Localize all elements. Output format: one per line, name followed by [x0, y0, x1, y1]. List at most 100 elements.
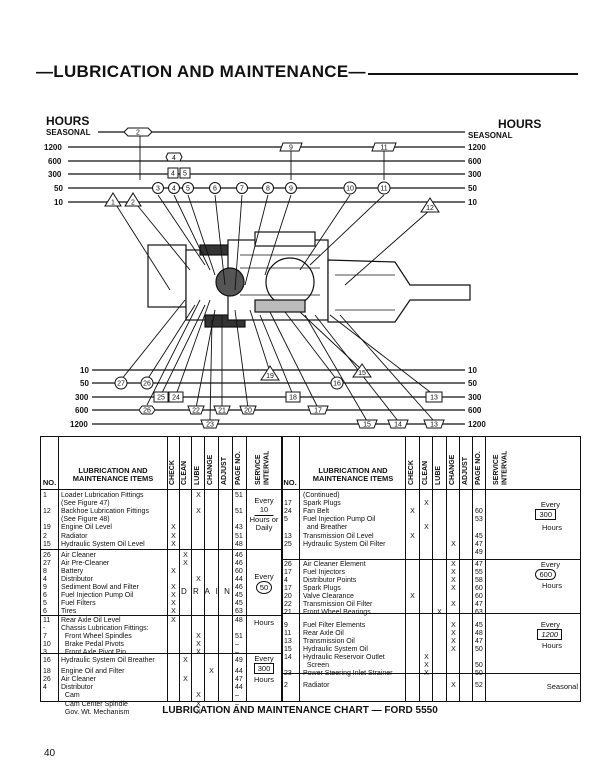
callout-24-300: 24 [168, 391, 184, 403]
row-item: Valve Clearance [303, 593, 354, 601]
callout-4-600: 4 [165, 152, 183, 162]
svg-text:16: 16 [333, 381, 341, 388]
row-number: - [43, 624, 46, 632]
callout-13-1200: 13 [423, 419, 445, 429]
svg-text:13: 13 [430, 422, 438, 429]
row-page: 50 [475, 670, 483, 678]
header-no: NO. [42, 478, 57, 487]
svg-text:2: 2 [136, 130, 140, 137]
row-number: 4 [43, 684, 47, 692]
row-number: 13 [284, 532, 292, 540]
row-item: Gov. Wt. Mechanism [61, 708, 130, 716]
row-number: 9 [43, 584, 47, 592]
col-divider [58, 437, 59, 701]
row-page: 44 [235, 668, 243, 676]
row-check-mark: X [171, 592, 176, 600]
callout-15-1200: 15 [356, 419, 378, 429]
row-number: 17 [284, 500, 292, 508]
row-check-mark: X [410, 593, 415, 601]
group-separator [41, 653, 281, 654]
callout-25-300: 25 [153, 391, 169, 403]
row-item: Air Pre-Cleaner [61, 559, 110, 567]
row-page: 45 [235, 600, 243, 608]
callout-23-1200: 23 [200, 419, 220, 429]
row-page: – [235, 700, 239, 708]
row-number: 12 [43, 508, 51, 516]
header-separator [41, 489, 580, 490]
col-divider [191, 437, 192, 701]
interval-every-50: Every 50 [254, 572, 274, 595]
callout-17-600: 17 [307, 405, 329, 415]
svg-text:4: 4 [172, 186, 176, 193]
row-page: 63 [475, 609, 483, 617]
row-item: Tires [61, 608, 77, 616]
row-lube-mark: X [196, 648, 201, 656]
row-page: 47 [475, 540, 483, 548]
row-item: Radiator [303, 682, 330, 690]
row-page: 52 [475, 682, 483, 690]
row-number: 22 [284, 601, 292, 609]
row-number: 16 [43, 657, 51, 664]
lower-tick-1200-left: 1200 [70, 420, 88, 429]
row-number: 21 [284, 609, 292, 617]
row-number: 19 [43, 524, 51, 532]
row-lube-mark: X [437, 609, 442, 617]
svg-text:5: 5 [186, 186, 190, 193]
row-number: 4 [43, 576, 47, 583]
row-page: 45 [475, 532, 483, 540]
col-divider [246, 437, 247, 701]
row-check-mark: X [171, 567, 176, 575]
svg-text:12: 12 [426, 205, 434, 212]
group-separator [281, 673, 580, 674]
row-item: Power Steering Inlet Strainer [303, 670, 393, 678]
svg-text:8: 8 [266, 186, 270, 193]
row-number: 11 [284, 629, 292, 637]
row-page: 48 [235, 540, 243, 548]
row-page: 47 [475, 637, 483, 645]
upper-tick-1200-left: 1200 [44, 143, 62, 152]
lower-tick-50-right: 50 [468, 379, 477, 388]
row-item: Spark Plugs [303, 500, 341, 508]
callout-2-seasonal: 2 [123, 127, 153, 137]
group-separator [281, 559, 580, 560]
header-adjust: ADJUST [221, 456, 228, 485]
col-divider [167, 437, 168, 701]
row-number: 9 [284, 621, 288, 629]
lower-tick-300-left: 300 [75, 393, 89, 402]
callout-21-600: 21 [213, 405, 231, 415]
upper-tick-600-left: 600 [48, 157, 62, 166]
row-change-mark: X [451, 637, 456, 645]
row-number: 27 [43, 559, 51, 567]
callout-15-10: 15 [352, 363, 372, 378]
callout-19-10: 19 [260, 365, 280, 381]
row-page: 55 [475, 568, 483, 576]
row-number: 2 [284, 682, 288, 690]
row-page: 47 [235, 676, 243, 684]
row-item: Air Cleaner [61, 676, 97, 684]
group-separator [41, 549, 281, 550]
row-item: Fuel Filters [61, 600, 96, 608]
row-page: 46 [235, 551, 243, 559]
row-page: 51 [235, 492, 243, 499]
row-clean-mark: X [183, 559, 188, 567]
callout-4-300: 4 [167, 167, 179, 179]
row-number: 8 [43, 567, 47, 575]
row-number: 14 [284, 653, 292, 661]
drain-label: D R A I N [181, 587, 232, 596]
col-divider [299, 437, 300, 701]
row-change-mark: X [451, 601, 456, 609]
header-adjust-right: ADJUST [462, 456, 469, 485]
group-separator [41, 615, 281, 616]
row-item: Chassis Lubrication Fittings: [61, 624, 149, 632]
callout-5-300: 5 [179, 167, 191, 179]
svg-text:24: 24 [172, 395, 180, 402]
row-item: Brake Pedal Pivots [61, 640, 125, 648]
row-item: Hydraulic System Oil Level [61, 540, 145, 548]
row-item: Hydraulic System Oil [303, 645, 368, 653]
col-divider [432, 437, 433, 701]
row-number: 24 [284, 508, 292, 516]
row-page: 49 [235, 657, 243, 664]
col-divider [218, 437, 219, 701]
row-item: Engine Oil Level [61, 524, 112, 532]
header-service-interval: SERVICE INTERVAL [255, 450, 271, 485]
